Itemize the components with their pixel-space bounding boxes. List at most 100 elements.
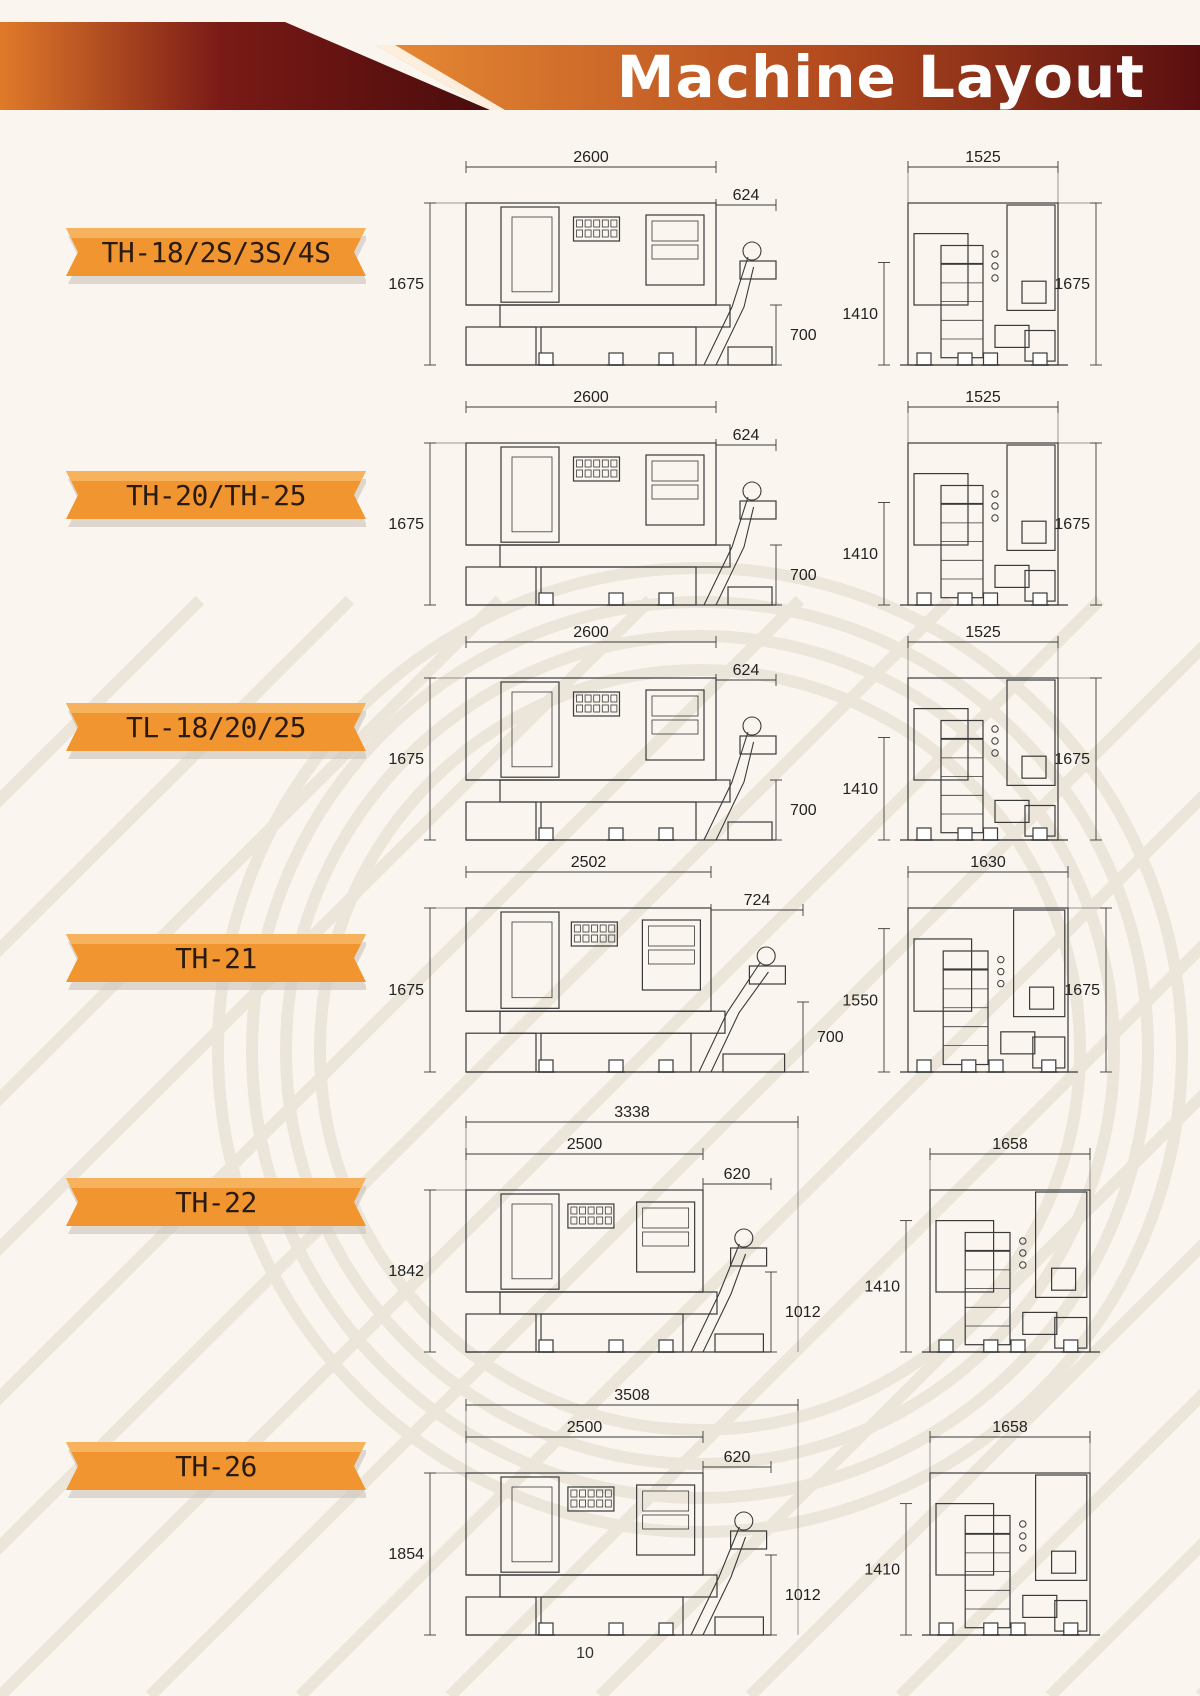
dimension-label: 1854 <box>388 1546 424 1563</box>
keypad-key <box>576 469 583 478</box>
keypad-key <box>570 1489 578 1498</box>
keypad-key <box>591 934 598 943</box>
dimension-label: 1658 <box>992 1136 1028 1153</box>
side-panel <box>1006 444 1056 552</box>
foot-pad <box>538 592 554 606</box>
conveyor-box <box>729 1530 768 1550</box>
background-stripe <box>0 595 805 1406</box>
chip-conveyor <box>703 731 749 841</box>
keypad-key <box>593 469 601 478</box>
background-arc <box>212 562 1188 1538</box>
dimension-label: 700 <box>790 802 817 819</box>
machine-bed <box>499 1291 718 1315</box>
carriage-stand <box>940 503 984 599</box>
foot-pad <box>658 352 674 366</box>
side-switch-box <box>1028 986 1055 1010</box>
dimension-label: 700 <box>790 327 817 344</box>
conveyor-box <box>739 260 777 280</box>
dimension-label: 1658 <box>992 1419 1028 1436</box>
door-window <box>511 216 553 293</box>
control-keypad <box>572 691 621 717</box>
side-switch-box <box>1050 1267 1077 1291</box>
ribbon-shape <box>66 934 366 990</box>
foot-pad <box>538 827 554 841</box>
dimension-label: 1675 <box>388 982 424 999</box>
dimension-label: 1675 <box>1054 516 1090 533</box>
indicator-lamp <box>1019 1532 1027 1540</box>
foot-pad <box>982 592 999 606</box>
keypad-key <box>573 924 581 933</box>
chip-conveyor <box>690 1243 740 1353</box>
control-buttons <box>648 949 695 965</box>
dimension-label: 1675 <box>388 516 424 533</box>
dimension-label: 2502 <box>571 854 607 871</box>
turret <box>942 950 989 970</box>
machine-body <box>465 202 717 306</box>
keypad-key <box>587 1206 595 1215</box>
chip-conveyor <box>690 1526 740 1636</box>
conveyor-box <box>748 965 787 985</box>
dimension-label: 620 <box>724 1166 751 1183</box>
dimension-label: 1842 <box>388 1263 424 1280</box>
turret <box>940 484 984 505</box>
conveyor-box <box>739 500 777 520</box>
keypad-key <box>593 229 601 238</box>
machine-base <box>465 566 537 606</box>
machine-door <box>500 446 560 543</box>
ribbon-shape <box>66 703 366 759</box>
side-switch-box <box>1021 280 1047 304</box>
door-window <box>511 1203 553 1280</box>
chip-bin <box>722 1053 786 1073</box>
dimension-label: 1675 <box>1054 276 1090 293</box>
background-stripe <box>0 595 355 958</box>
dimension-label: 624 <box>733 187 760 204</box>
conveyor-box <box>739 735 777 755</box>
foot-pad <box>982 827 999 841</box>
chip-conveyor <box>703 256 749 366</box>
ribbon-shape <box>66 228 366 284</box>
foot-pad <box>538 1059 554 1073</box>
chip-conveyor <box>698 961 762 1073</box>
foot-pad <box>1032 592 1048 606</box>
control-buttons <box>642 1514 690 1530</box>
keypad-key <box>596 1499 604 1508</box>
carriage-stand <box>940 263 984 359</box>
machine-door <box>500 681 560 778</box>
dimension-label: 3338 <box>614 1104 650 1121</box>
background-stripe <box>895 1388 1200 1696</box>
dimension-label: 1525 <box>965 624 1001 641</box>
door-window <box>511 691 553 768</box>
foot-pad <box>608 1622 624 1636</box>
dimension-label: 3508 <box>614 1387 650 1404</box>
turret <box>964 1231 1011 1252</box>
indicator-lamp <box>1019 1544 1027 1552</box>
machine-base <box>465 1032 537 1073</box>
indicator-lamp <box>991 274 999 282</box>
keypad-key <box>610 694 618 703</box>
indicator-lamp <box>997 967 1005 976</box>
background-arc <box>314 664 1086 1436</box>
dimension-label: 624 <box>733 427 760 444</box>
ribbon-shape <box>66 1178 366 1234</box>
keypad-key <box>608 934 616 943</box>
keypad-key <box>573 934 581 943</box>
foot-pad <box>938 1622 954 1636</box>
control-panel <box>645 454 705 526</box>
control-panel <box>636 1484 696 1556</box>
indicator-lamp <box>991 250 999 258</box>
conveyor-motor <box>756 946 776 966</box>
foot-pad <box>938 1339 954 1353</box>
coolant-tank <box>1000 1031 1036 1055</box>
keypad-key <box>591 924 598 933</box>
foot-pad <box>658 1059 674 1073</box>
foot-pad <box>1041 1059 1057 1073</box>
keypad-key <box>601 219 609 228</box>
machine-bed <box>499 779 731 803</box>
control-keypad <box>567 1486 615 1512</box>
keypad-key <box>582 934 590 943</box>
keypad-key <box>593 459 601 468</box>
